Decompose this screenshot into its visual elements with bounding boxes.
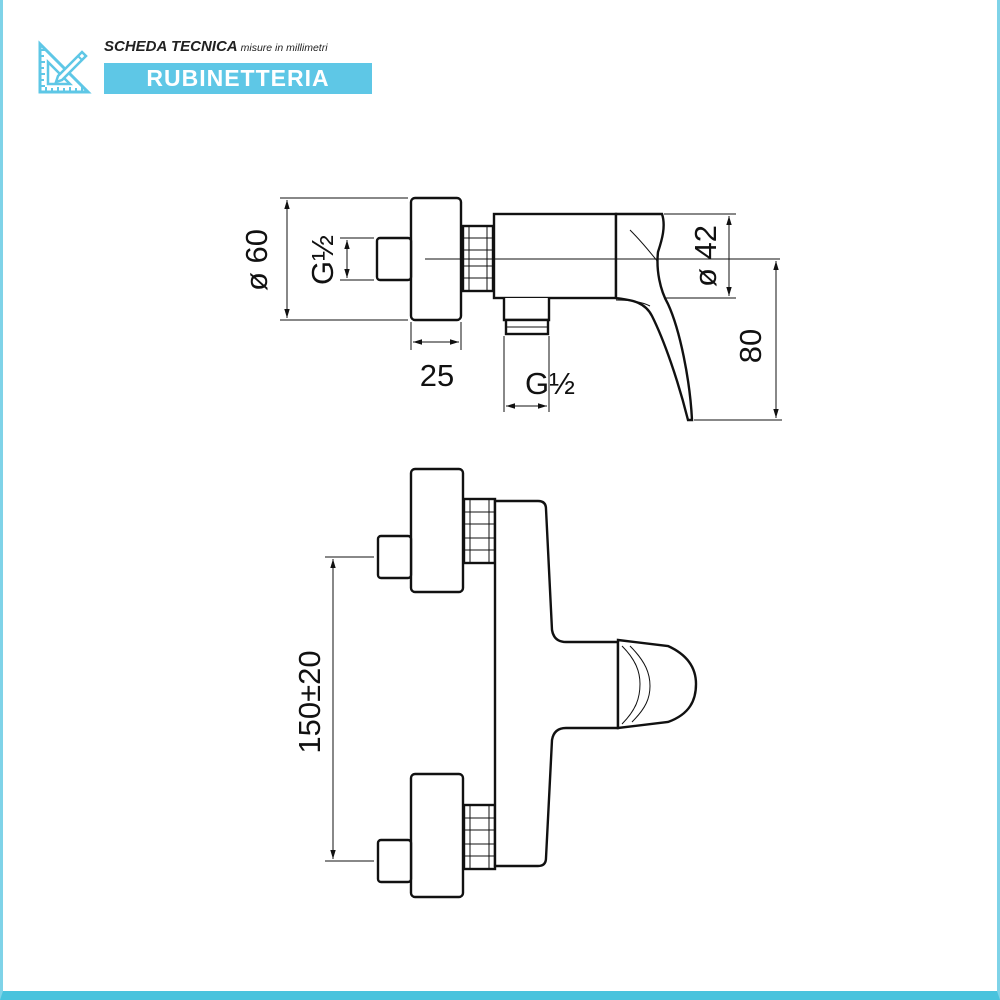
lower-inlet-pipe-front [376, 838, 413, 884]
dim-25-label: 25 [420, 358, 454, 393]
upper-flange-front [409, 467, 465, 594]
sheet-title: SCHEDA TECNICA [104, 38, 238, 55]
dimension-diameter-60: ø 60 [239, 197, 408, 321]
dimension-80: 80 [694, 261, 782, 421]
dim-80-label: 80 [733, 329, 768, 363]
upper-hex-nut-front [462, 497, 497, 565]
outlet-side [502, 298, 551, 336]
dimension-centres: 150±20 [292, 556, 374, 862]
dimension-thread-left: G½ [305, 235, 374, 285]
inlet-pipe-side [375, 236, 413, 282]
upper-inlet-pipe-front [376, 534, 413, 580]
lever-handle-side [614, 212, 694, 422]
dimension-thread-bottom: G½ [503, 336, 575, 412]
dimension-diameter-42: ø 42 [664, 213, 736, 299]
dimension-25: 25 [410, 322, 462, 393]
front-view: 150±20 [292, 467, 698, 899]
dim-thread-left-label: G½ [305, 235, 340, 285]
lever-handle-front [616, 638, 698, 730]
category-banner: RUBINETTERIA [104, 63, 372, 94]
lower-flange-front [409, 772, 465, 899]
body-front [493, 499, 620, 868]
side-view: ø 60 G½ 25 G½ ø 42 80 [239, 196, 782, 422]
sheet-subtitle: misure in millimetri [240, 42, 328, 54]
lower-hex-nut-front [462, 803, 497, 871]
dim-thread-bottom-label: G½ [525, 366, 575, 401]
dim-diameter-60-label: ø 60 [239, 229, 274, 291]
body-side [492, 212, 618, 300]
dim-diameter-42-label: ø 42 [688, 225, 723, 287]
dim-centres-label: 150±20 [292, 650, 327, 753]
ruler-pencil-icon [38, 40, 92, 94]
